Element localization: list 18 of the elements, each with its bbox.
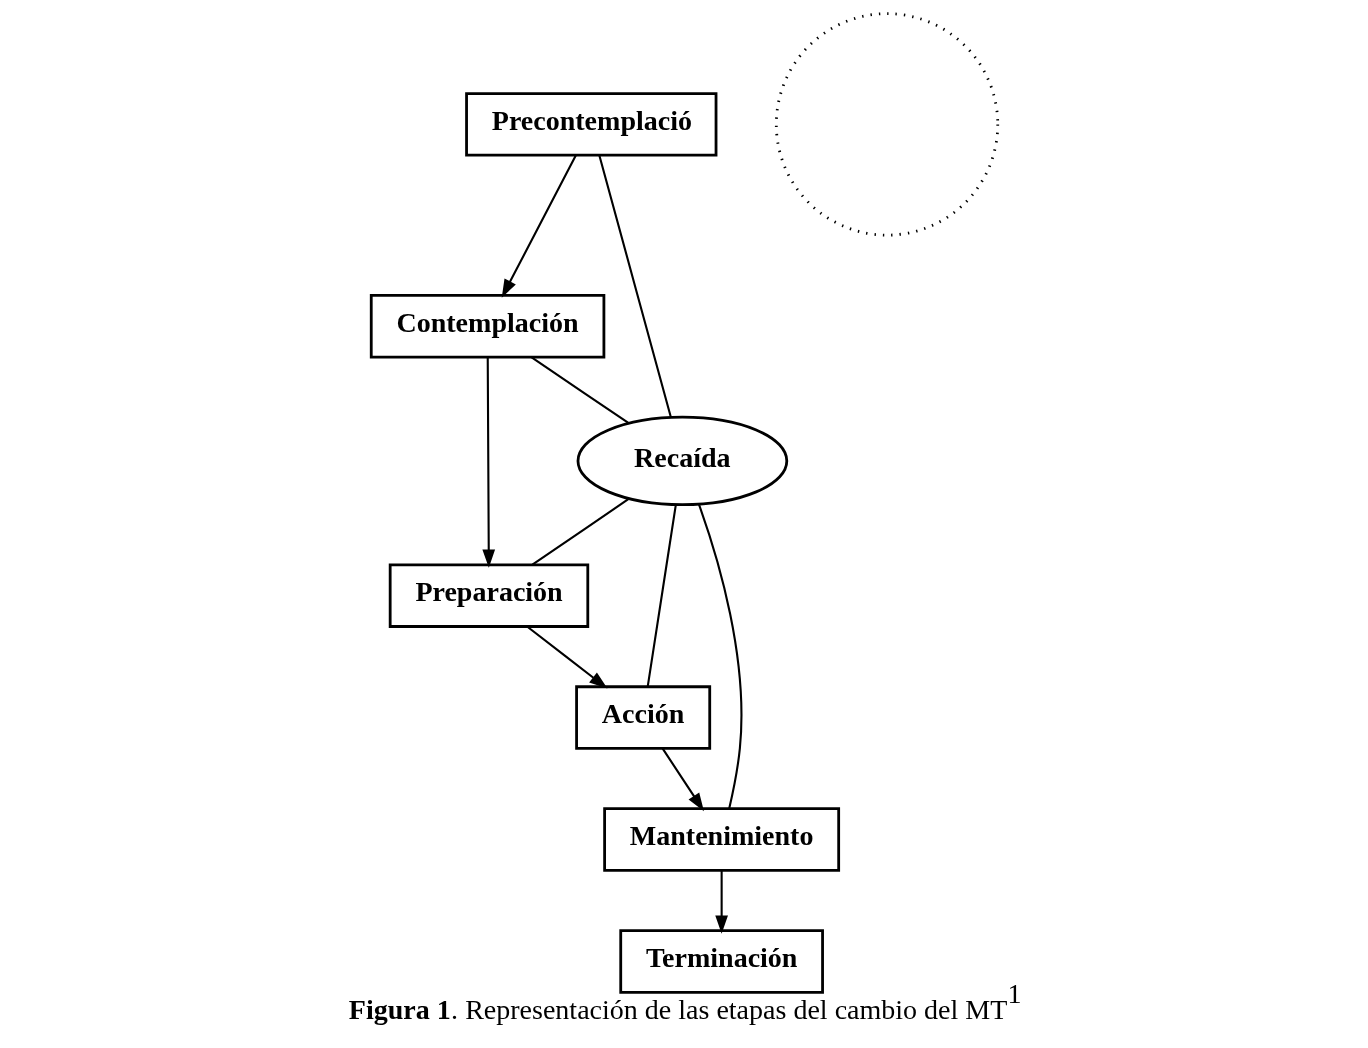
node-ellipse: Recaída [576, 415, 788, 507]
connector [597, 155, 672, 418]
arrow [714, 870, 728, 934]
connector [531, 497, 630, 566]
node-box: Mantenimiento [602, 807, 840, 872]
connector [646, 504, 677, 687]
arrow [525, 625, 607, 689]
node-box: Preparación [388, 563, 589, 628]
arrow [661, 747, 704, 812]
connector [530, 356, 630, 425]
arrow [481, 357, 495, 568]
node-box: Precontemplació [464, 92, 717, 157]
arrow [501, 155, 577, 298]
node-box: Terminación [618, 929, 824, 994]
node-box: Contemplación [369, 294, 605, 359]
connector [697, 503, 742, 809]
node-box: Acción [574, 685, 711, 750]
node-circle [774, 12, 999, 237]
